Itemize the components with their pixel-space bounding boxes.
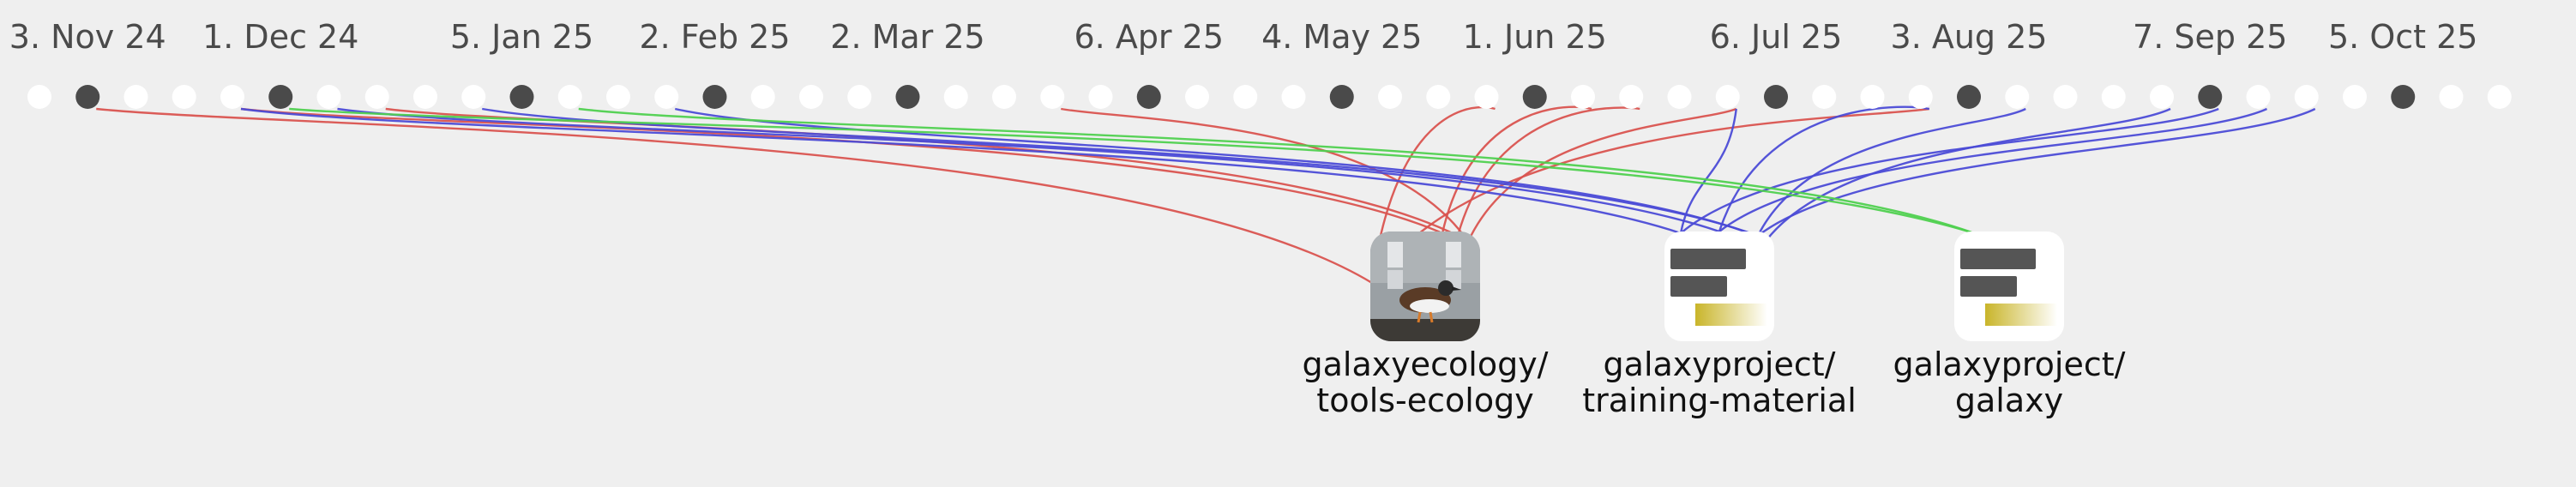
connection-line (1679, 108, 1737, 234)
month-label: 3. Nov 24 (9, 18, 166, 56)
week-dot-active (509, 85, 534, 109)
week-dot (847, 85, 872, 109)
week-dot-active (2198, 85, 2223, 109)
bird-photo-avatar (1370, 231, 1480, 341)
repo-owner-label: galaxyproject/ (1604, 346, 1836, 383)
week-dot (1233, 85, 1258, 109)
galaxy-logo-icon (1664, 231, 1774, 341)
week-dot (2101, 85, 2126, 109)
repo-tools-ecology[interactable]: galaxyecology/ tools-ecology (1303, 231, 1549, 419)
week-dot (557, 85, 582, 109)
week-dot (1812, 85, 1837, 109)
week-dot (1619, 85, 1644, 109)
week-dot (1667, 85, 1692, 109)
week-dot (2487, 85, 2512, 109)
week-dot (316, 85, 341, 109)
repo-name-label: galaxy (1955, 382, 2063, 419)
connection-line (578, 107, 1975, 235)
week-dot (1571, 85, 1595, 109)
week-dot-active (1329, 85, 1354, 109)
month-label: 2. Feb 25 (639, 18, 790, 56)
month-label: 1. Dec 24 (202, 18, 358, 56)
connection-line (289, 107, 1975, 235)
week-dot (1378, 85, 1402, 109)
week-dot (1088, 85, 1113, 109)
connection-line (96, 107, 1373, 285)
connection-line (482, 107, 1759, 237)
week-dot (2053, 85, 2078, 109)
week-dot (2005, 85, 2030, 109)
week-dot (413, 85, 437, 109)
connection-line (337, 107, 1720, 233)
week-dot (799, 85, 823, 109)
week-dot (606, 85, 630, 109)
week-dot (2246, 85, 2271, 109)
repo-galaxy[interactable]: galaxyproject/ galaxy (1893, 231, 2126, 419)
month-label: 6. Apr 25 (1074, 18, 1224, 56)
connection-line (1757, 107, 2316, 237)
week-dot (1426, 85, 1451, 109)
month-label: 5. Jan 25 (450, 18, 593, 56)
week-dot (1185, 85, 1209, 109)
week-dot (123, 85, 148, 109)
week-dot (461, 85, 486, 109)
connection-line (674, 107, 1767, 242)
week-dot-active (702, 85, 727, 109)
month-labels: 3. Nov 24 1. Dec 24 5. Jan 25 2. Feb 25 2. M… (9, 18, 2478, 56)
repo-owner-label: galaxyproject/ (1893, 346, 2126, 383)
week-dots (27, 85, 2512, 109)
week-dot (27, 85, 51, 109)
week-dot-active (1522, 85, 1547, 109)
repo-training-material[interactable]: galaxyproject/ training-material (1582, 231, 1857, 419)
week-dot-active (2391, 85, 2416, 109)
week-dot (1281, 85, 1306, 109)
week-dot (1860, 85, 1885, 109)
week-dot (1474, 85, 1499, 109)
week-dot-active (1957, 85, 1981, 109)
week-dot (364, 85, 389, 109)
week-dot (1715, 85, 1740, 109)
month-label: 6. Jul 25 (1710, 18, 1843, 56)
week-dot (943, 85, 968, 109)
week-dot-active (1136, 85, 1161, 109)
connection-line (1756, 107, 2026, 237)
week-dot (1908, 85, 1933, 109)
connection-line (1466, 107, 1737, 243)
repo-name-label: tools-ecology (1316, 382, 1533, 419)
week-dot (992, 85, 1016, 109)
week-dot-active (75, 85, 100, 109)
week-dot-active (1764, 85, 1788, 109)
connection-line (1766, 107, 2171, 241)
week-dot-active (895, 85, 920, 109)
connection-line (240, 107, 1682, 235)
galaxy-logo-icon (1954, 231, 2064, 341)
week-dot (750, 85, 775, 109)
month-label: 2. Mar 25 (830, 18, 984, 56)
month-label: 3. Aug 25 (1891, 18, 2048, 56)
week-dot (172, 85, 196, 109)
month-label: 7. Sep 25 (2133, 18, 2287, 56)
month-label: 5. Oct 25 (2328, 18, 2477, 56)
week-dot (1040, 85, 1065, 109)
connection-line (1371, 107, 1929, 284)
week-dot (654, 85, 679, 109)
repo-name-label: training-material (1582, 382, 1857, 419)
connection-line (1718, 107, 2267, 232)
month-label: 4. May 25 (1261, 18, 1422, 56)
week-dot (2150, 85, 2174, 109)
week-dot (220, 85, 244, 109)
connection-line (1680, 107, 2219, 234)
week-dot (2439, 85, 2464, 109)
connection-line (1456, 106, 1640, 237)
month-label: 1. Jun 25 (1463, 18, 1607, 56)
week-dot-active (268, 85, 293, 109)
connection-line (1061, 107, 1469, 243)
week-dot (2294, 85, 2319, 109)
week-dot (2343, 85, 2367, 109)
repo-owner-label: galaxyecology/ (1303, 346, 1549, 383)
